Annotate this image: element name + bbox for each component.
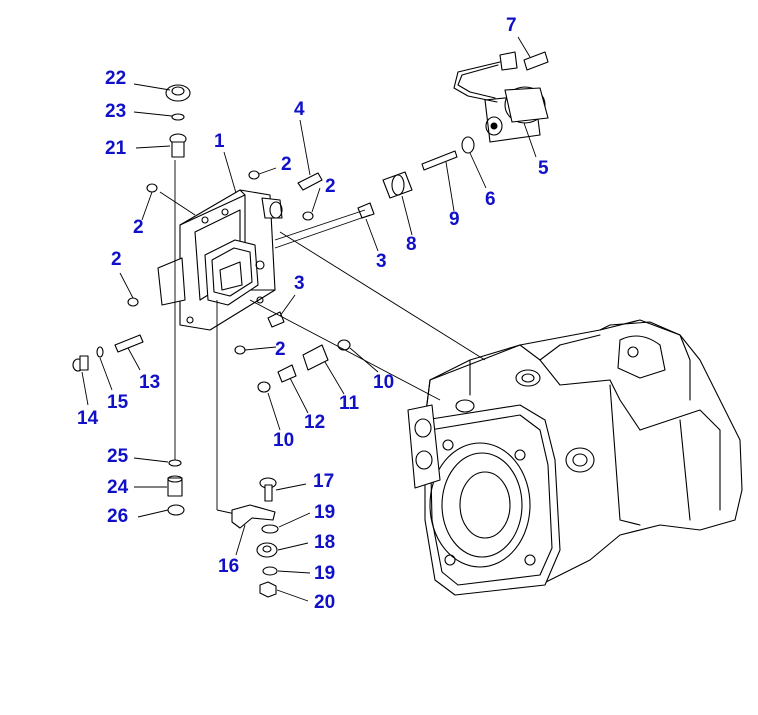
callout-9: 9 [449,209,460,230]
callout-18: 18 [314,532,335,553]
callout-2: 2 [275,339,286,360]
callout-3: 3 [376,251,387,272]
callout-23: 23 [105,101,126,122]
callout-22: 22 [105,68,126,89]
control-valve-body [157,189,283,331]
callout-19: 19 [314,563,335,584]
callout-labels: 1 2 2 2 2 2 3 3 4 5 6 7 8 9 10 10 11 12 … [77,15,549,613]
callout-2: 2 [111,249,122,270]
callout-2: 2 [281,154,292,175]
callout-11: 11 [339,393,360,414]
callout-19: 19 [314,502,335,523]
callout-26: 26 [107,506,128,527]
callout-5: 5 [538,158,549,179]
callout-10: 10 [273,430,294,451]
callout-1: 1 [214,131,225,152]
callout-25: 25 [107,446,129,467]
callout-4: 4 [294,99,305,120]
small-parts [72,84,475,598]
callout-14: 14 [77,408,99,429]
callout-12: 12 [304,412,325,433]
callout-7: 7 [506,15,517,36]
callout-10: 10 [373,372,394,393]
callout-3: 3 [294,273,305,294]
callout-17: 17 [313,471,334,492]
callout-6: 6 [485,189,496,210]
callout-20: 20 [314,592,335,613]
pump-body [407,319,743,596]
callout-15: 15 [107,392,129,413]
callout-16: 16 [218,556,239,577]
callout-8: 8 [406,234,417,255]
callout-2: 2 [325,176,336,197]
callout-2: 2 [133,217,144,238]
solenoid-valve [453,51,549,143]
leader-lines [81,36,537,602]
callout-13: 13 [139,372,160,393]
callout-24: 24 [107,477,129,498]
callout-21: 21 [105,138,127,159]
